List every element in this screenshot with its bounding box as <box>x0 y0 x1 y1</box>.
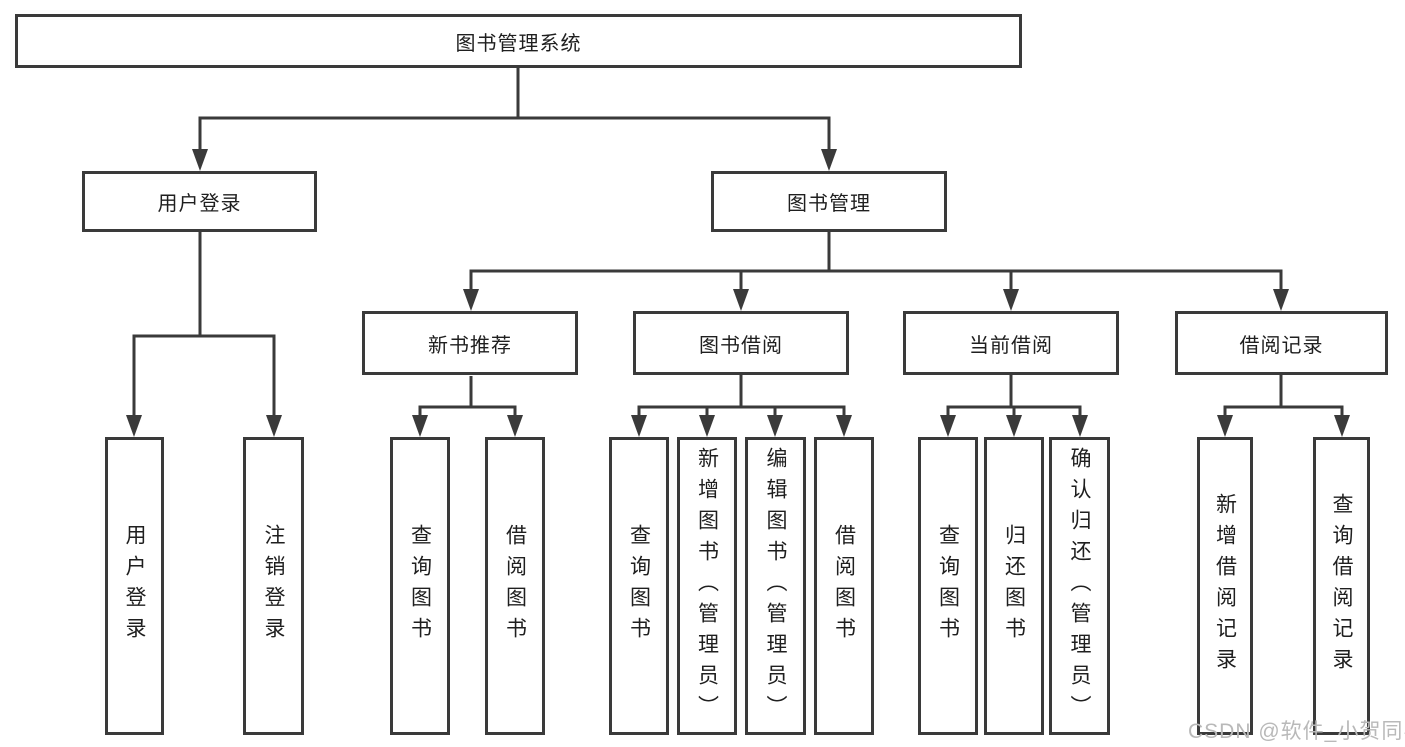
arrowhead-icon <box>126 415 142 437</box>
arrowhead-icon <box>631 415 647 437</box>
node-root-system: 图书管理系统 <box>15 14 1022 68</box>
node-label: 新增借阅记录 <box>1213 493 1237 679</box>
node-label: 用户登录 <box>123 524 146 648</box>
node-label: 查询图书 <box>627 524 651 648</box>
node-label: 查询借阅记录 <box>1330 493 1353 679</box>
arrowhead-icon <box>940 415 956 437</box>
leaf-user-login: 用户登录 <box>105 437 164 735</box>
node-label: 新增图书（管理员） <box>695 446 719 726</box>
node-user-login: 用户登录 <box>82 171 317 232</box>
leaf-query-book-current: 查询图书 <box>918 437 978 735</box>
node-label: 确认归还（管理员） <box>1068 446 1091 726</box>
arrowhead-icon <box>463 289 479 311</box>
node-label: 借阅记录 <box>1239 334 1324 357</box>
node-book-borrowing: 图书借阅 <box>633 311 849 375</box>
leaf-query-book-borrowing: 查询图书 <box>609 437 669 735</box>
node-label: 新书推荐 <box>428 334 512 357</box>
node-borrow-records: 借阅记录 <box>1175 311 1388 375</box>
node-label: 查询图书 <box>936 524 960 648</box>
arrowhead-icon <box>767 415 783 437</box>
arrowhead-icon <box>1003 289 1019 311</box>
arrowhead-icon <box>266 415 282 437</box>
leaf-logout: 注销登录 <box>243 437 304 735</box>
leaf-edit-book-admin: 编辑图书（管理员） <box>745 437 806 735</box>
node-new-book-recommend: 新书推荐 <box>362 311 578 375</box>
leaf-borrow-book-recommend: 借阅图书 <box>485 437 545 735</box>
node-book-management: 图书管理 <box>711 171 947 232</box>
arrowhead-icon <box>1072 415 1088 437</box>
leaf-return-book: 归还图书 <box>984 437 1044 735</box>
leaf-add-book-admin: 新增图书（管理员） <box>677 437 737 735</box>
node-label: 图书借阅 <box>699 334 783 357</box>
node-label: 借阅图书 <box>503 524 527 648</box>
leaf-confirm-return-admin: 确认归还（管理员） <box>1049 437 1110 735</box>
node-label: 图书管理 <box>787 193 871 215</box>
node-label: 查询图书 <box>408 524 432 648</box>
arrowhead-icon <box>507 415 523 437</box>
arrowhead-icon <box>192 149 208 171</box>
arrowhead-icon <box>1273 289 1289 311</box>
arrowhead-icon <box>821 149 837 171</box>
node-label: 借阅图书 <box>832 524 856 648</box>
arrowhead-icon <box>412 415 428 437</box>
node-label: 用户登录 <box>157 193 242 215</box>
arrowhead-icon <box>699 415 715 437</box>
arrowhead-icon <box>1217 415 1233 437</box>
leaf-add-borrow-record: 新增借阅记录 <box>1197 437 1253 735</box>
leaf-query-book-recommend: 查询图书 <box>390 437 450 735</box>
node-label: 归还图书 <box>1002 524 1026 648</box>
arrowhead-icon <box>836 415 852 437</box>
arrowhead-icon <box>1006 415 1022 437</box>
node-label: 编辑图书（管理员） <box>764 446 787 726</box>
node-label: 注销登录 <box>262 524 285 648</box>
csdn-watermark: CSDN @软件_小贺同学 <box>1188 720 1405 743</box>
leaf-borrow-book: 借阅图书 <box>814 437 874 735</box>
arrowhead-icon <box>1334 415 1350 437</box>
node-label: 当前借阅 <box>969 334 1053 357</box>
arrowhead-icon <box>733 289 749 311</box>
node-current-borrowing: 当前借阅 <box>903 311 1119 375</box>
leaf-query-borrow-record: 查询借阅记录 <box>1313 437 1370 735</box>
node-label: 图书管理系统 <box>455 32 582 55</box>
